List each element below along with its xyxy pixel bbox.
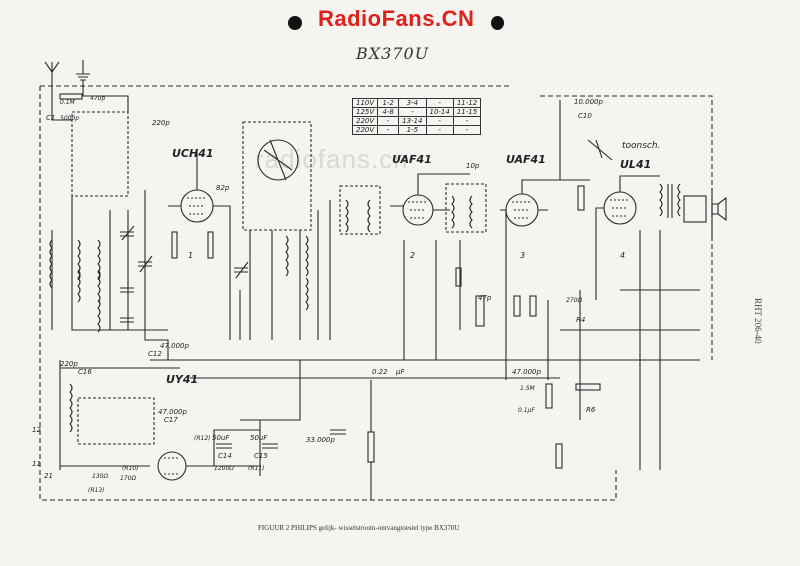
label-r1200: 1200Ω — [214, 465, 234, 472]
speaker-coil-box — [683, 195, 707, 223]
coil-osc-2 — [305, 235, 309, 277]
label-r130: 130Ω — [92, 473, 108, 480]
wave-switch — [257, 139, 299, 181]
voltage-table-row: 220V-1-5-- — [351, 125, 482, 135]
var-cap-c2 — [138, 255, 153, 273]
earth-icon — [76, 60, 90, 81]
label-c50uf-a: 50uF — [212, 434, 230, 442]
label-n3: 3 — [520, 251, 525, 260]
label-c10: C10 — [578, 112, 592, 120]
coil-l5 — [97, 269, 101, 303]
label-r10: (R10) — [122, 465, 139, 472]
label-n4: 4 — [620, 251, 625, 260]
label-c15: C15 — [254, 452, 268, 460]
label-n11: 11 — [32, 460, 41, 468]
tube-label-uch41: UCH41 — [172, 147, 214, 160]
label-r4: R4 — [576, 316, 585, 324]
if-transformer-2 — [451, 195, 473, 229]
label-c82p: 82p — [216, 184, 230, 192]
tube-label-ul41: UL41 — [620, 158, 651, 171]
label-c01uf: 0.1µF — [518, 407, 535, 414]
label-c1: C1 — [46, 114, 55, 122]
resistor-r-uch — [171, 231, 178, 259]
label-c33: 33.000p — [306, 436, 335, 444]
filter-cap-c15 — [262, 443, 278, 449]
coil-osc-1 — [285, 235, 289, 277]
tube-label-uaf41-1: UAF41 — [392, 153, 432, 166]
label-c17-name: C17 — [164, 416, 178, 424]
voltage-table-cell: 220V — [351, 125, 379, 135]
antenna-icon — [44, 61, 60, 96]
chassis-outline — [39, 85, 713, 501]
punch-hole-right — [491, 16, 504, 30]
tube-label-uaf41-2: UAF41 — [506, 153, 546, 166]
tone-switch — [587, 139, 613, 161]
label-c470: 470p — [90, 95, 105, 102]
label-uf: µF — [395, 368, 405, 376]
label-r170: 170Ω — [120, 475, 136, 482]
label-n21: 21 — [44, 472, 53, 480]
coil-osc-3 — [305, 277, 309, 311]
output-transformer — [659, 183, 681, 218]
filter-cap-c14 — [216, 443, 232, 449]
side-reference-code: RHT 206-40 — [753, 298, 763, 344]
figure-caption: FIGUUR 2 PHILIPS gelijk- wisselstroom-on… — [258, 524, 460, 532]
label-c50uf-b: 50uF — [250, 434, 268, 442]
osc-switch-box — [242, 121, 312, 231]
label-c14: C14 — [218, 452, 232, 460]
mains-coil — [69, 383, 73, 433]
label-c12-val: 47.000p — [160, 342, 189, 350]
if-transformer-1 — [345, 199, 371, 233]
label-c220-left: 220p — [60, 360, 78, 368]
coil-l4 — [77, 269, 81, 303]
label-n1: 1 — [188, 251, 193, 260]
label-c022: 0.22 — [372, 368, 388, 376]
band-switch-box — [71, 111, 129, 197]
label-c5000: 5000p — [60, 115, 79, 122]
site-watermark: RadioFans.CN — [318, 6, 475, 31]
faint-watermark: radiofans.cn — [255, 144, 409, 174]
label-c47000p: 47.000p — [512, 368, 541, 376]
trimmer-cap — [120, 225, 135, 241]
label-c10p: 10p — [466, 162, 480, 170]
handwritten-model: BX370U — [356, 44, 430, 63]
label-c1-val: 0.1M — [60, 99, 76, 106]
label-r11: (R11) — [248, 465, 265, 472]
label-c16: C16 — [78, 368, 92, 376]
mains-switch-box — [77, 397, 155, 445]
label-c12: C12 — [148, 350, 162, 358]
voltage-table-cell: - — [452, 125, 482, 135]
coil-l1 — [49, 239, 53, 289]
label-r13: (R13) — [88, 487, 105, 494]
label-c10-val: 10.000p — [574, 98, 603, 106]
tube-label-uy41: UY41 — [166, 373, 198, 386]
coil-l2 — [77, 239, 81, 281]
punch-hole-left — [288, 16, 302, 30]
label-toonsch: toonsch. — [622, 141, 660, 151]
coil-l3 — [97, 239, 101, 281]
label-n12: 12 — [32, 426, 41, 434]
label-c47p: 47p — [478, 294, 492, 302]
label-r12: (R12) — [194, 435, 211, 442]
resistor-r1 — [59, 93, 83, 100]
label-r6: R6 — [586, 406, 596, 414]
label-n2: 2 — [410, 251, 415, 260]
label-r15m: 1.5M — [520, 385, 536, 392]
label-c17: 47.000p — [158, 408, 187, 416]
label-r270: 270Ω — [566, 297, 582, 304]
coil-l6 — [97, 299, 101, 333]
label-c220-top: 220p — [152, 119, 170, 127]
var-cap-c4 — [234, 261, 249, 279]
